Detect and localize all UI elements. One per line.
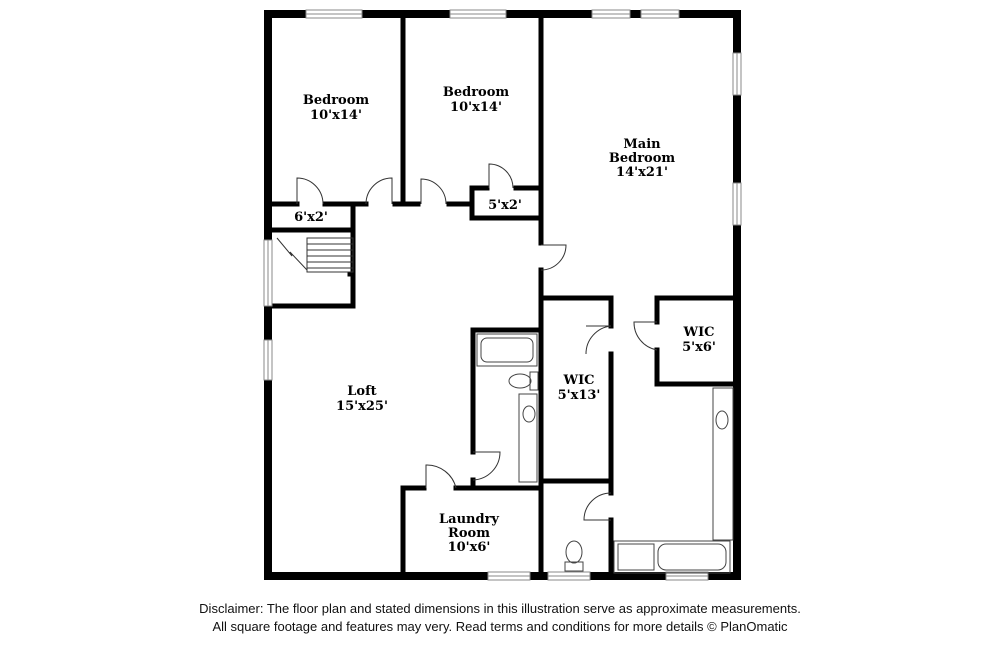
hall-toilet <box>529 371 539 391</box>
hall-bathtub <box>476 333 538 367</box>
laundry-name-2: Room <box>448 526 490 541</box>
bedroom-1-name: Bedroom <box>303 93 370 108</box>
closet-1-size: 6'x2' <box>294 210 328 225</box>
fixtures <box>476 333 734 574</box>
wic-large-size: 5'x13' <box>558 388 601 403</box>
doors <box>296 163 658 521</box>
windows <box>263 9 742 581</box>
disclaimer-line-2: All square footage and features may very… <box>212 619 788 634</box>
main-bedroom-size: 14'x21' <box>616 165 668 180</box>
bedroom-2-size: 10'x14' <box>450 100 502 115</box>
interior-walls <box>265 11 740 579</box>
disclaimer-line-1: Disclaimer: The floor plan and stated di… <box>199 601 801 616</box>
hall-vanity <box>518 393 538 483</box>
main-toilet <box>565 540 583 564</box>
bedroom-2-name: Bedroom <box>443 85 510 100</box>
wic-large-name: WIC <box>562 373 594 388</box>
exterior-walls <box>264 10 741 580</box>
stairs <box>276 237 354 273</box>
loft-name: Loft <box>347 384 376 399</box>
loft-size: 15'x25' <box>336 399 388 414</box>
room-labels: Bedroom 10'x14' Bedroom 10'x14' Main Bed… <box>294 85 716 555</box>
main-bedroom-name-1: Main <box>623 137 661 152</box>
main-bedroom-name-2: Bedroom <box>609 151 676 166</box>
laundry-name-1: Laundry <box>439 512 499 527</box>
bedroom-1-size: 10'x14' <box>310 108 362 123</box>
main-bathtub <box>613 540 731 574</box>
main-vanity <box>712 387 734 541</box>
floor-plan: Bedroom 10'x14' Bedroom 10'x14' Main Bed… <box>263 9 742 581</box>
laundry-size: 10'x6' <box>448 540 491 555</box>
wic-small-name: WIC <box>682 325 714 340</box>
closet-2-size: 5'x2' <box>488 198 522 213</box>
wic-small-size: 5'x6' <box>682 340 716 355</box>
